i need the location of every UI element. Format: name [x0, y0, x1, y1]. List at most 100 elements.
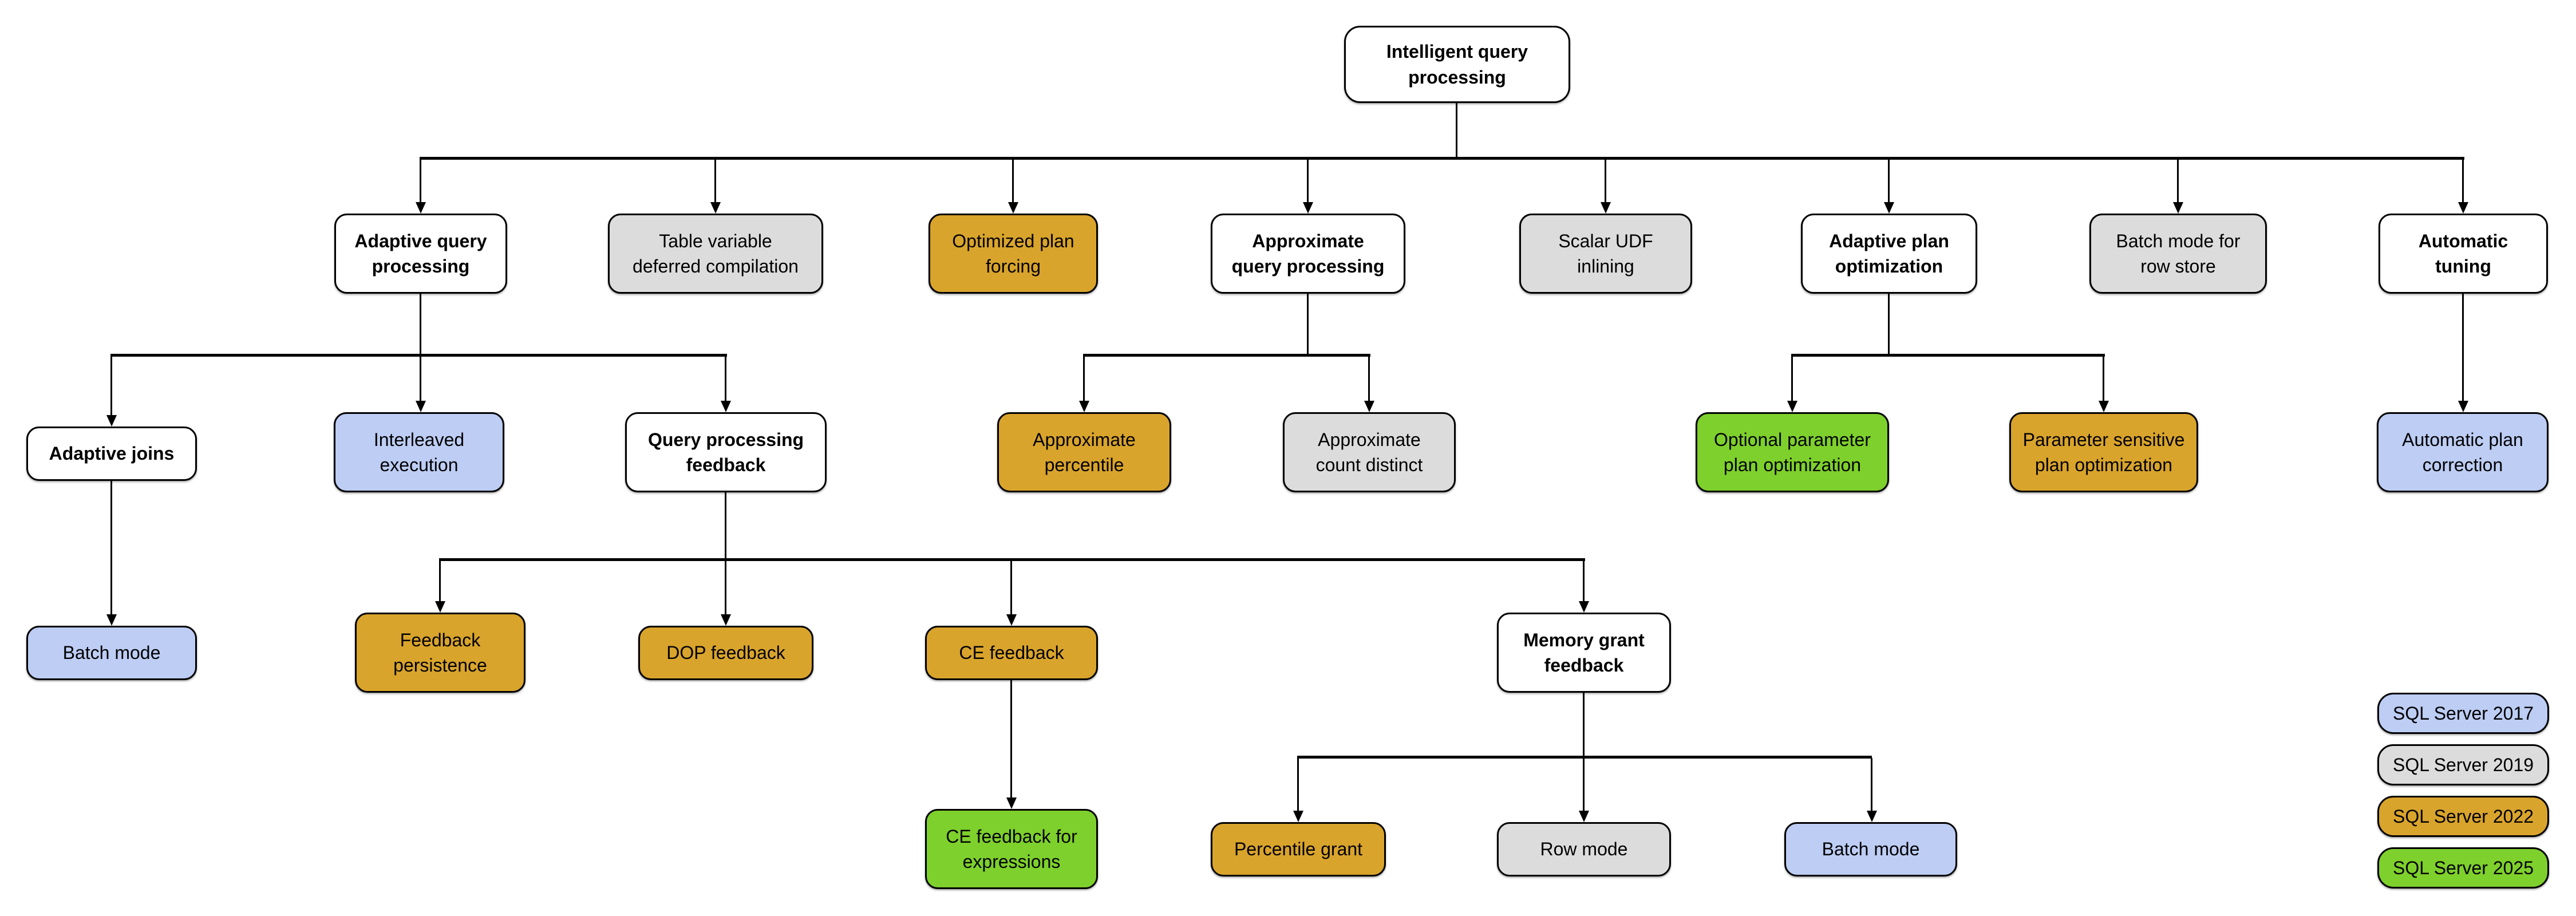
connector-line: [1791, 354, 2105, 357]
arrowhead: [1079, 401, 1089, 412]
node-interleaved-execution: Interleaved execution: [334, 412, 504, 492]
node-batch-mode-for-row-store: Batch mode for row store: [2089, 214, 2267, 294]
node-label: Automatic plan correction: [2402, 429, 2523, 475]
node-label: Optional parameter plan optimization: [1714, 429, 1871, 475]
arrowhead: [2099, 401, 2109, 412]
node-label: Adaptive query processing: [354, 230, 487, 277]
connector-line: [1010, 680, 1012, 797]
legend-label: SQL Server 2022: [2392, 806, 2534, 827]
node-dop-feedback: DOP feedback: [638, 626, 813, 680]
legend-label: SQL Server 2019: [2392, 754, 2534, 775]
node-label: Batch mode for row store: [2116, 230, 2241, 277]
connector-line: [1871, 758, 1872, 811]
connector-line: [1083, 354, 1370, 357]
arrowhead: [1293, 811, 1303, 822]
node-approximate-query-processing: Approximate query processing: [1211, 214, 1405, 294]
arrowhead: [416, 202, 426, 214]
arrowhead: [1303, 202, 1313, 214]
connector-line: [110, 356, 112, 415]
node-label: Optimized plan forcing: [952, 230, 1074, 277]
arrowhead: [1867, 811, 1877, 822]
node-label: Feedback persistence: [393, 629, 487, 676]
arrowhead: [710, 202, 721, 214]
connector-line: [1583, 560, 1585, 601]
arrowhead: [1008, 202, 1018, 214]
node-table-variable-deferred-compilation: Table variable deferred compilation: [608, 214, 823, 294]
node-label: Batch mode: [62, 642, 161, 664]
node-optimized-plan-forcing: Optimized plan forcing: [929, 214, 1098, 294]
connector-line: [2177, 159, 2179, 204]
node-row-mode: Row mode: [1497, 822, 1671, 876]
connector-line: [420, 157, 2464, 160]
legend-item-sql-server-2022: SQL Server 2022: [2377, 796, 2549, 837]
arrowhead: [2173, 202, 2183, 214]
node-optional-parameter-plan-optimization: Optional parameter plan optimization: [1696, 412, 1889, 492]
node-label: CE feedback: [959, 642, 1064, 664]
node-label: Memory grant feedback: [1523, 629, 1645, 676]
node-label: Approximate count distinct: [1315, 429, 1423, 475]
node-label: Intelligent query processing: [1386, 41, 1528, 88]
arrowhead: [106, 614, 117, 626]
connector-line: [110, 481, 112, 614]
arrowhead: [1884, 202, 1894, 214]
arrowhead: [2458, 401, 2468, 412]
arrowhead: [416, 401, 426, 412]
arrowhead: [1787, 401, 1797, 412]
node-adaptive-plan-optimization: Adaptive plan optimization: [1801, 214, 1977, 294]
node-label: Interleaved execution: [373, 429, 465, 475]
node-label: Approximate percentile: [1033, 429, 1136, 475]
arrowhead: [721, 401, 731, 412]
node-automatic-tuning: Automatic tuning: [2379, 214, 2548, 294]
node-label: Parameter sensitive plan optimization: [2022, 429, 2185, 475]
connector-line: [2462, 294, 2464, 401]
node-ce-feedback-for-expressions: CE feedback for expressions: [925, 809, 1098, 889]
connector-line: [1297, 756, 1872, 759]
node-label: Adaptive plan optimization: [1829, 230, 1949, 277]
connector-line: [420, 294, 421, 355]
node-adaptive-query-processing: Adaptive query processing: [334, 214, 507, 294]
legend-item-sql-server-2019: SQL Server 2019: [2377, 744, 2549, 785]
node-label: Adaptive joins: [49, 443, 175, 464]
legend-item-sql-server-2017: SQL Server 2017: [2377, 693, 2549, 734]
node-label: Approximate query processing: [1231, 230, 1385, 277]
connector-line: [714, 159, 716, 204]
connector-line: [110, 354, 727, 357]
connector-line: [1888, 294, 1890, 355]
arrowhead: [106, 415, 117, 427]
arrowhead: [1601, 202, 1611, 214]
node-label: Automatic tuning: [2418, 230, 2508, 277]
node-memory-grant-feedback: Memory grant feedback: [1497, 613, 1671, 693]
connector-line: [1368, 356, 1370, 401]
node-label: Query processing feedback: [647, 429, 804, 475]
node-scalar-udf-inlining: Scalar UDF inlining: [1519, 214, 1692, 294]
connector-line: [725, 356, 726, 401]
connector-line: [1888, 159, 1890, 204]
connector-line: [725, 492, 726, 559]
connector-line: [1791, 356, 1793, 401]
connector-line: [1583, 693, 1585, 757]
node-approximate-count-distinct: Approximate count distinct: [1283, 412, 1456, 492]
connector-line: [439, 558, 1585, 561]
arrowhead: [435, 601, 445, 613]
arrowhead: [2458, 202, 2468, 214]
connector-line: [725, 560, 726, 614]
node-automatic-plan-correction: Automatic plan correction: [2377, 412, 2549, 492]
node-percentile-grant: Percentile grant: [1211, 822, 1386, 876]
legend-label: SQL Server 2017: [2392, 702, 2534, 724]
node-label: Table variable deferred compilation: [633, 230, 799, 277]
node-label: Row mode: [1540, 839, 1628, 860]
node-batch-mode-adaptive-joins: Batch mode: [26, 626, 197, 680]
connector-line: [1083, 356, 1085, 401]
connector-line: [1012, 159, 1014, 204]
node-feedback-persistence: Feedback persistence: [355, 613, 526, 693]
node-label: CE feedback for expressions: [946, 826, 1077, 872]
node-parameter-sensitive-plan-optimization: Parameter sensitive plan optimization: [2009, 412, 2198, 492]
connector-line: [1010, 560, 1012, 614]
legend-item-sql-server-2025: SQL Server 2025: [2377, 847, 2549, 889]
connector-line: [1307, 159, 1309, 204]
legend-label: SQL Server 2025: [2392, 857, 2534, 878]
node-batch-mode-memory-grant: Batch mode: [1784, 822, 1957, 876]
connector-line: [1605, 159, 1606, 204]
connector-line: [1456, 103, 1457, 158]
